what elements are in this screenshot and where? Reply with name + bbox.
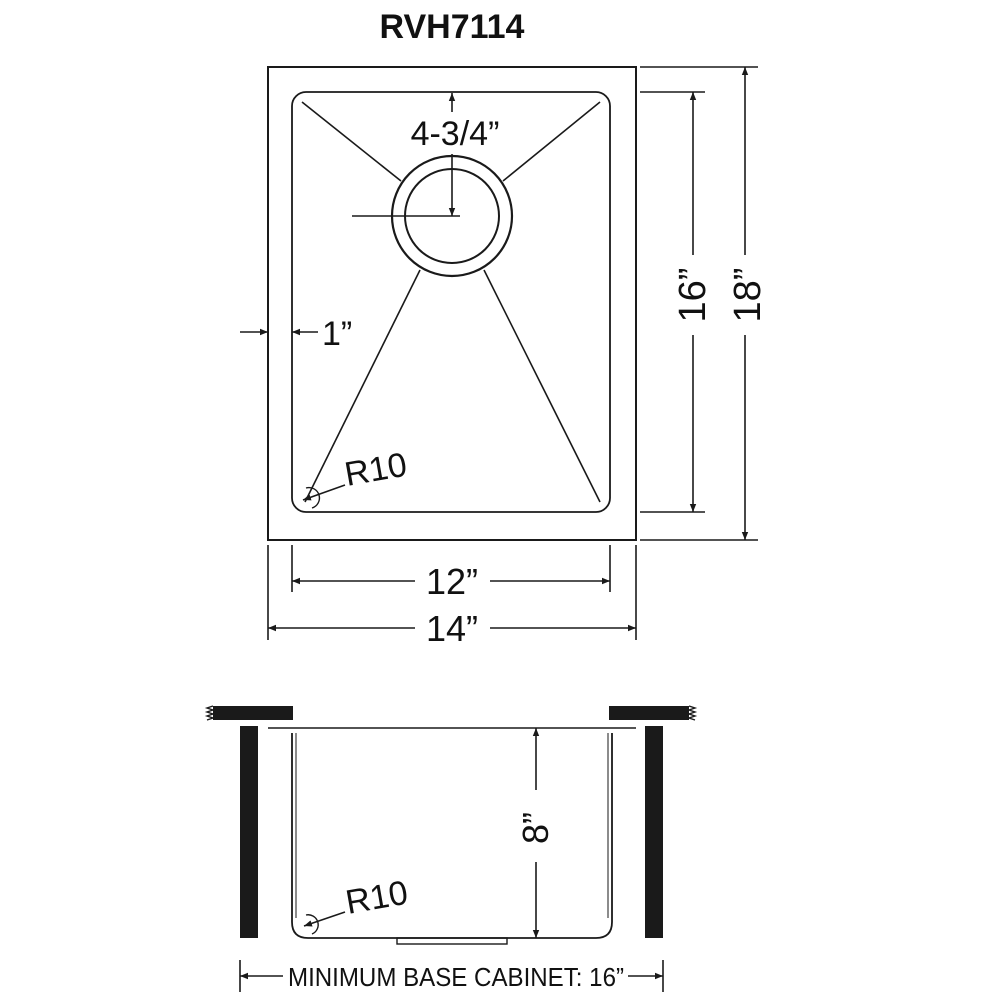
inner-width-label: 12” bbox=[426, 561, 478, 602]
crease-top-right bbox=[502, 101, 601, 182]
min-cabinet-label: MINIMUM BASE CABINET: 16” bbox=[288, 962, 624, 992]
crease-top-left bbox=[301, 101, 402, 182]
outer-width-label: 14” bbox=[426, 608, 478, 649]
basin-profile bbox=[291, 733, 613, 939]
side-radius-label: R10 bbox=[343, 874, 411, 922]
top-view: 4-3/4” 1” R10 16” 18” 12” 14” bbox=[240, 66, 769, 649]
countertop-right bbox=[609, 706, 689, 720]
model-title: RVH7114 bbox=[380, 8, 525, 46]
inner-basin bbox=[291, 91, 611, 513]
corner-radius-label: R10 bbox=[342, 446, 410, 494]
cabinet-wall-right bbox=[645, 726, 663, 938]
side-radius-leader bbox=[303, 911, 346, 927]
crease-bottom-right bbox=[483, 269, 601, 503]
crease-bottom-left bbox=[304, 269, 421, 503]
side-view: 8” R10 MINIMUM BASE CABINET: 16” bbox=[204, 705, 698, 992]
drain-body bbox=[396, 937, 508, 945]
cabinet-wall-left bbox=[240, 726, 258, 938]
drain-offset-label: 4-3/4” bbox=[411, 115, 500, 153]
countertop-right-break bbox=[686, 705, 698, 721]
depth-label: 8” bbox=[515, 812, 556, 844]
countertop-left-break bbox=[204, 705, 216, 721]
rim-width-label: 1” bbox=[322, 315, 352, 353]
inner-length-label: 16” bbox=[672, 268, 714, 323]
countertop-left bbox=[213, 706, 293, 720]
outer-length-label: 18” bbox=[727, 268, 769, 323]
corner-radius-leader bbox=[302, 484, 346, 501]
outer-flange bbox=[267, 66, 637, 541]
